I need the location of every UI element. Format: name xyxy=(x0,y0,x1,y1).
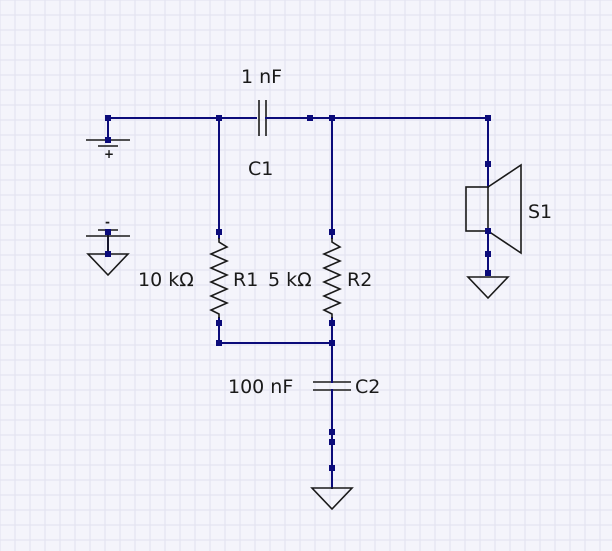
connection-node[interactable] xyxy=(485,251,491,257)
connection-node[interactable] xyxy=(216,115,222,121)
resistor-r1[interactable]: 10 kΩ R1 xyxy=(138,238,258,318)
s1-ref-label: S1 xyxy=(528,201,552,223)
r1-value-label: 10 kΩ xyxy=(138,269,194,291)
resistor-r2[interactable]: 5 kΩ R2 xyxy=(268,238,372,318)
r2-value-label: 5 kΩ xyxy=(268,269,312,291)
connection-node[interactable] xyxy=(329,465,335,471)
r2-zigzag xyxy=(322,238,342,318)
battery-plus-label: + xyxy=(104,147,114,161)
connection-node[interactable] xyxy=(105,229,111,235)
connection-nodes xyxy=(105,115,491,471)
battery-minus-label: - xyxy=(105,215,110,229)
connection-node[interactable] xyxy=(307,115,313,121)
capacitor-c2[interactable]: 100 nF C2 xyxy=(228,374,380,398)
ground-icon xyxy=(310,487,354,511)
ground-icon xyxy=(86,253,130,277)
r1-ref-label: R1 xyxy=(233,269,258,291)
speaker-s1[interactable]: S1 xyxy=(465,163,552,255)
capacitor-c1[interactable]: 1 nF C1 xyxy=(241,66,282,180)
connection-node[interactable] xyxy=(329,340,335,346)
connection-node[interactable] xyxy=(329,439,335,445)
connection-node[interactable] xyxy=(329,320,335,326)
c1-ref-label: C1 xyxy=(248,158,273,180)
connection-node[interactable] xyxy=(485,115,491,121)
ground-icon xyxy=(466,276,510,300)
connection-node[interactable] xyxy=(216,229,222,235)
r1-zigzag xyxy=(209,238,229,318)
connection-node[interactable] xyxy=(485,161,491,167)
connection-node[interactable] xyxy=(105,137,111,143)
connection-node[interactable] xyxy=(329,429,335,435)
speaker-body xyxy=(465,186,489,232)
c2-ref-label: C2 xyxy=(355,376,380,398)
connection-node[interactable] xyxy=(216,340,222,346)
ground-symbol-speaker xyxy=(466,276,510,300)
speaker-cone xyxy=(487,163,522,255)
c2-value-label: 100 nF xyxy=(228,376,293,398)
r2-ref-label: R2 xyxy=(347,269,372,291)
ground-symbol-battery xyxy=(86,253,130,277)
connection-node[interactable] xyxy=(329,229,335,235)
c1-value-label: 1 nF xyxy=(241,66,282,88)
connection-node[interactable] xyxy=(105,251,111,257)
connection-node[interactable] xyxy=(485,270,491,276)
ground-symbol-c2 xyxy=(310,487,354,511)
connection-node[interactable] xyxy=(105,115,111,121)
connection-node[interactable] xyxy=(329,115,335,121)
connection-node[interactable] xyxy=(485,228,491,234)
connection-node[interactable] xyxy=(216,320,222,326)
